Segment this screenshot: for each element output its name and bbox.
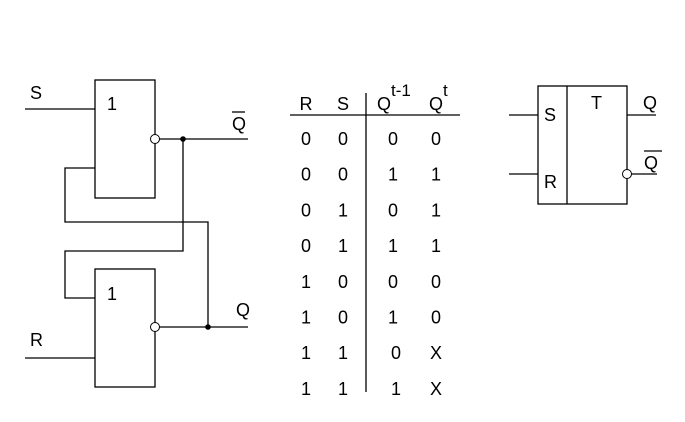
feedback-wire-q-to-top (64, 167, 209, 327)
table-row: 0 0 1 1 (301, 165, 441, 185)
rs-flipflop-symbol: T S R Q Q (509, 85, 662, 205)
inverter-bubble-bottom (150, 322, 160, 332)
header-q-prev: Qt-1 (377, 81, 411, 114)
gate-top (94, 79, 156, 199)
table-row: 1 1 0 X (301, 343, 442, 363)
flipflop-q-label: Q (643, 93, 657, 113)
table-row: 0 1 1 1 (301, 236, 441, 256)
flipflop-body (537, 85, 628, 205)
table-cell: 0 (388, 272, 398, 292)
table-cell: 1 (301, 308, 311, 328)
output-qbar-label: Q (232, 111, 246, 134)
table-cell: 1 (388, 308, 398, 328)
table-cell: 1 (391, 379, 401, 399)
table-cell: 0 (301, 236, 311, 256)
flipflop-inverter-bubble (622, 169, 632, 179)
table-cell: 0 (431, 272, 441, 292)
table-cell: 0 (388, 200, 398, 220)
truth-table-header: R S Qt-1 Qt (300, 81, 449, 114)
gate-bottom (94, 268, 156, 388)
flipflop-r-label: R (544, 172, 557, 192)
flipflop-type-label: T (591, 93, 602, 113)
table-cell: X (430, 379, 442, 399)
output-q-label: Q (236, 300, 250, 320)
nor-latch-circuit: 1 S Q 1 R Q (25, 79, 250, 388)
gate-bottom-symbol: 1 (107, 284, 117, 304)
table-cell: 1 (431, 236, 441, 256)
flipflop-qbar-label: Q (644, 150, 662, 173)
flipflop-s-label: S (544, 105, 556, 125)
table-cell: 1 (338, 236, 348, 256)
feedback-wire-qbar-to-bottom (64, 139, 184, 299)
table-cell: 0 (431, 308, 441, 328)
table-cell: 0 (301, 129, 311, 149)
table-cell: 1 (431, 165, 441, 185)
header-r: R (300, 94, 313, 114)
header-q-current: Qt (429, 81, 448, 114)
table-cell: 1 (338, 379, 348, 399)
header-s: S (337, 94, 349, 114)
table-cell: 0 (301, 165, 311, 185)
table-cell: 1 (338, 200, 348, 220)
table-cell: 1 (388, 236, 398, 256)
gate-top-symbol: 1 (107, 94, 117, 114)
table-row: 1 1 1 X (301, 379, 442, 399)
table-cell: 0 (338, 272, 348, 292)
table-row: 1 0 0 0 (301, 272, 441, 292)
table-cell: 1 (301, 343, 311, 363)
table-cell: 0 (431, 129, 441, 149)
svg-text:Q: Q (232, 114, 246, 134)
table-cell: 1 (301, 379, 311, 399)
table-row: 0 1 0 1 (301, 200, 441, 220)
table-cell: 1 (431, 200, 441, 220)
table-row: 0 0 0 0 (301, 129, 441, 149)
svg-text:Q: Q (644, 153, 658, 173)
table-cell: X (430, 343, 442, 363)
table-cell: 0 (338, 308, 348, 328)
table-cell: 1 (388, 165, 398, 185)
table-cell: 1 (301, 272, 311, 292)
table-cell: 0 (338, 129, 348, 149)
input-r-label: R (30, 330, 43, 350)
input-s-label: S (30, 83, 42, 103)
table-cell: 0 (301, 200, 311, 220)
table-row: 1 0 1 0 (301, 308, 441, 328)
table-cell: 0 (338, 165, 348, 185)
table-cell: 1 (338, 343, 348, 363)
inverter-bubble-top (150, 134, 160, 144)
table-cell: 0 (388, 129, 398, 149)
table-cell: 0 (391, 343, 401, 363)
